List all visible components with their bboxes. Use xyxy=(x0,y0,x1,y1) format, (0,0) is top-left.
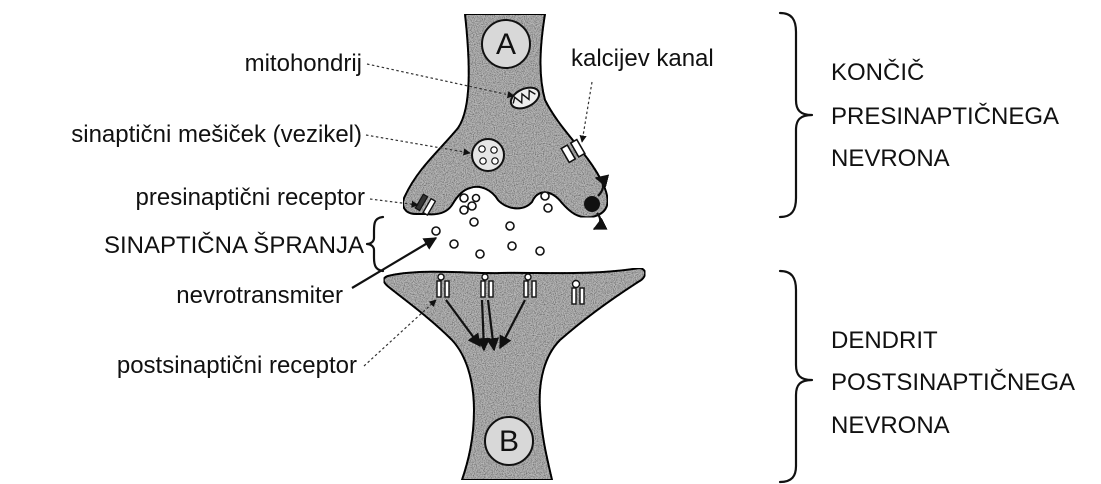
postsynaptic-line-3: NEVRONA xyxy=(831,412,950,439)
cleft-brace xyxy=(367,217,383,271)
mitochondrion-label: mitohondrij xyxy=(245,50,362,77)
postsynaptic-bracket-label: DENDRIT POSTSINAPTIČNEGA NEVRONA xyxy=(831,327,1075,439)
synaptic-vesicle xyxy=(472,139,504,171)
postsynaptic-receptor-label: postsinaptični receptor xyxy=(117,352,357,379)
calcium-channel-label: kalcijev kanal xyxy=(571,45,714,72)
postsynaptic-line-1: DENDRIT xyxy=(831,327,938,354)
presynaptic-line-3: NEVRONA xyxy=(831,145,950,172)
presynaptic-line-2: PRESINAPTIČNEGA xyxy=(831,102,1059,130)
presynaptic-bracket-label: KONČIČ PRESINAPTIČNEGA NEVRONA xyxy=(831,58,1059,172)
neuron-a-letter: A xyxy=(496,28,516,61)
postsynaptic-dendrite: B xyxy=(384,268,645,480)
neuron-b-letter: B xyxy=(499,425,519,458)
presynaptic-brace xyxy=(780,13,812,217)
presynaptic-receptor-label: presinaptični receptor xyxy=(136,184,365,211)
postsynaptic-brace xyxy=(780,271,812,482)
synaptic-cleft-label: SINAPTIČNA ŠPRANJA xyxy=(104,231,364,259)
neurotransmitter-label: nevrotransmiter xyxy=(176,282,343,309)
cleft-neurotransmitters xyxy=(432,218,544,258)
vesicle-label: sinaptični mešiček (vezikel) xyxy=(71,121,362,148)
presynaptic-line-1: KONČIČ xyxy=(831,58,924,86)
postsynaptic-line-2: POSTSINAPTIČNEGA xyxy=(831,368,1075,396)
reuptake-transporter xyxy=(584,196,600,212)
